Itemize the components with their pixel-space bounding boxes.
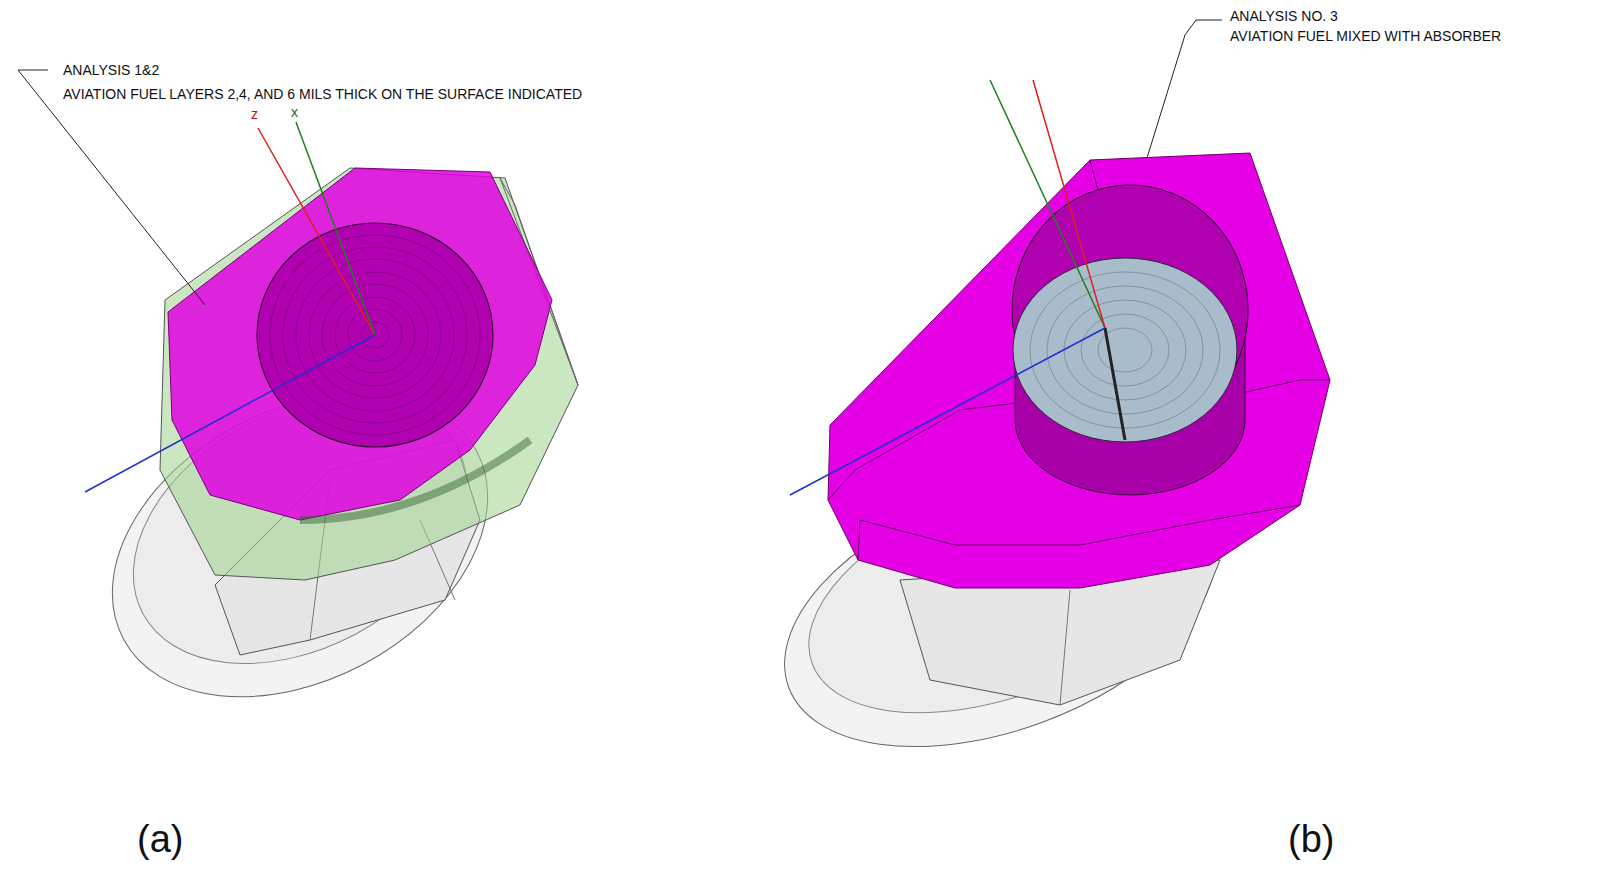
x-axis: [296, 122, 375, 335]
callout-note: AVIATION FUEL MIXED WITH ABSORBER: [1230, 28, 1501, 44]
leader-line: [1147, 20, 1222, 158]
hex-edge: [1060, 590, 1070, 705]
z-axis: [1033, 80, 1105, 328]
fuel-layer: [160, 168, 578, 580]
hex-rim: [300, 440, 530, 520]
leader-line: [18, 70, 205, 305]
callout-heading: ANALYSIS 1&2: [63, 62, 159, 78]
axis-label: z: [251, 106, 258, 122]
x-axis: [990, 80, 1105, 328]
face-edge: [1090, 160, 1098, 190]
figure-b: [748, 20, 1330, 800]
top-face: [168, 168, 552, 520]
z-axis: [258, 128, 375, 335]
y-axis: [790, 328, 1105, 495]
top-face: [828, 153, 1330, 588]
figure-label: (a): [137, 818, 183, 862]
figure-label: (b): [1288, 818, 1334, 862]
y-axis: [85, 335, 375, 492]
axis-label: x: [291, 104, 298, 120]
callout-note: AVIATION FUEL LAYERS 2,4, AND 6 MILS THI…: [63, 86, 582, 102]
callout-heading: ANALYSIS NO. 3: [1230, 8, 1338, 24]
seam: [1105, 328, 1125, 440]
fuel-rings: [1030, 272, 1220, 428]
fuel-absorber: [1013, 258, 1237, 442]
figure-a: [18, 70, 578, 758]
face-edge: [858, 505, 1300, 560]
